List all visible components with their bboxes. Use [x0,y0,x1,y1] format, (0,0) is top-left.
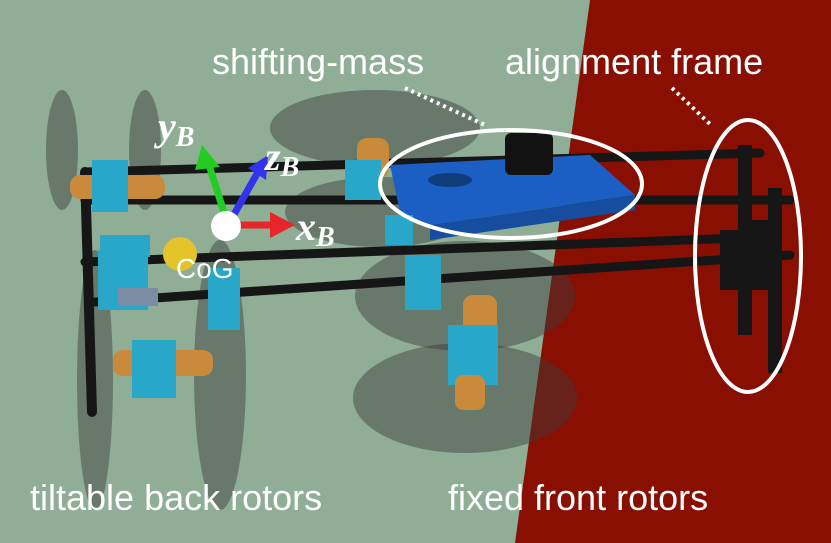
x-axis-arrowhead [270,212,295,238]
back-rotors-label: tiltable back rotors [30,477,323,518]
alignment-frame-parts [720,145,782,373]
callouts [378,86,803,394]
z-axis-arrowhead [248,155,268,180]
motor-mount [92,160,128,212]
alignment-frame-leader [670,86,714,128]
z-axis-label: zB [263,134,299,183]
body-frame-axes: yB zB xB CoG [154,104,335,284]
front-rotor-mounts [345,138,498,410]
cog-label: CoG [176,253,234,284]
shifting-mass-plate [390,155,635,225]
alignment-frame-callout [693,118,803,394]
alignment-frame-label: alignment frame [505,41,764,82]
front-rotor-disk [270,90,480,166]
motor-mount [132,340,176,398]
back-rotor-mounts [70,160,240,398]
shifting-mass-leader [404,86,486,127]
y-axis-arrowhead [195,145,220,170]
shifting-mass-label: shifting-mass [212,41,425,82]
alignment-bar [752,220,772,290]
motor-mount [208,268,240,330]
motor-mount [345,160,381,200]
shifting-mass-block [505,133,553,175]
shifting-mass-callout [378,128,644,240]
gear [163,237,197,271]
y-axis-label: yB [154,104,194,153]
alignment-bar [720,230,740,290]
alignment-bar [738,145,752,335]
gear-housing [118,288,158,306]
motor-mount [385,215,413,245]
frame-rod [80,167,97,417]
background-right [515,0,831,543]
shifting-mass-assembly [390,133,635,240]
motor-body [455,375,485,410]
back-rotor-disk [46,90,78,210]
front-rotors-label: fixed front rotors [448,477,709,518]
cog-marker [211,211,241,241]
x-axis-label: xB [295,204,335,253]
motor-mount [405,255,441,310]
